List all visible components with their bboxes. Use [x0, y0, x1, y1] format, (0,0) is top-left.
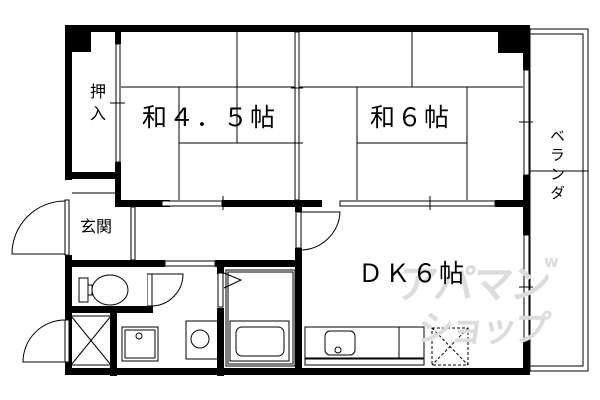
washroom [121, 320, 219, 362]
room-label-oshiire: 押入 [87, 83, 106, 127]
room-label-washitsu-6: 和６帖 [370, 103, 452, 132]
storage [70, 315, 112, 366]
entrance-door [11, 199, 70, 363]
watermark-small: w [544, 252, 559, 271]
veranda [529, 28, 589, 372]
room-label-dk: ＤＫ６帖 [358, 259, 467, 288]
walls [65, 25, 530, 376]
room-label-washitsu-4-5: 和４．５帖 [142, 103, 278, 132]
room-label-genkan: 玄関 [80, 217, 113, 236]
room-label-veranda: ベランダ [548, 128, 566, 204]
watermark-line2: ショップ [414, 309, 549, 350]
tatami-6 [299, 32, 523, 200]
dk-door [299, 211, 341, 251]
kitchen [304, 326, 469, 366]
toilet [72, 267, 147, 306]
bathtub [217, 269, 296, 367]
tatami-4-5 [121, 32, 295, 200]
